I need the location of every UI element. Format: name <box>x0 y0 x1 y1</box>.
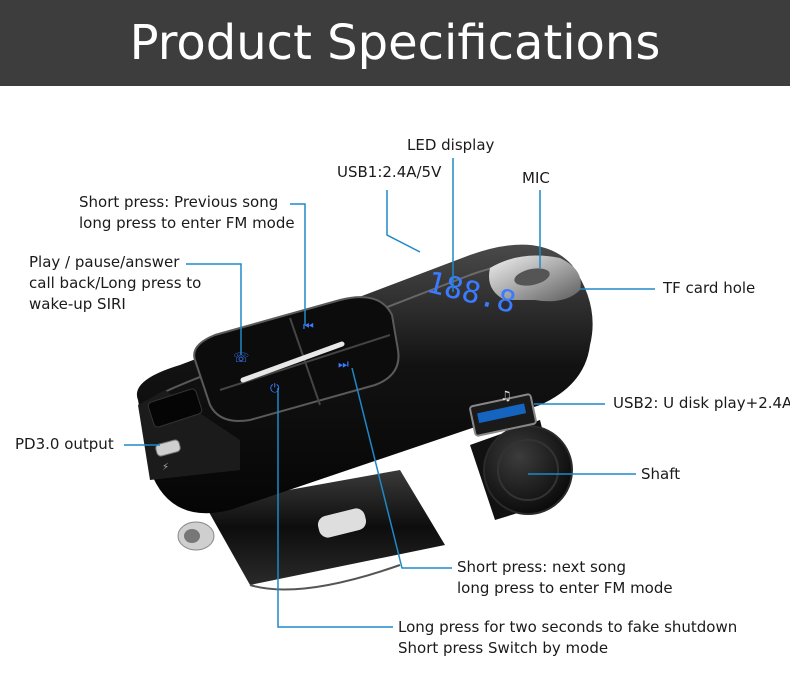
label-play-line1: Play / pause/answer <box>29 253 180 271</box>
leader-mode <box>277 388 393 628</box>
phone-button-icon: ☏ <box>233 351 249 366</box>
next-button-icon: ⏭ <box>338 357 349 371</box>
label-mode-line2: Short press Switch by mode <box>398 639 609 657</box>
pd-port <box>155 439 181 457</box>
leader-next <box>351 367 452 569</box>
title-banner: Product Specifications <box>0 0 790 86</box>
label-prev-song-line2: long press to enter FM mode <box>79 214 295 232</box>
label-next-song-line2: long press to enter FM mode <box>457 579 673 597</box>
label-shaft: Shaft <box>641 465 681 483</box>
label-tf-card: TF card hole <box>663 279 756 297</box>
label-mic: MIC <box>522 169 550 187</box>
svg-text:⚡: ⚡ <box>162 462 169 473</box>
leader-prev <box>290 203 306 325</box>
label-next-song-line1: Short press: next song <box>457 558 627 576</box>
label-play-line3: wake-up SIRI <box>29 295 126 313</box>
tf-card-cap <box>489 255 581 302</box>
page-title: Product Specifications <box>129 15 661 71</box>
label-usb1: USB1:2.4A/5V <box>337 163 442 181</box>
leader-play <box>186 263 242 355</box>
button-pad: ☏ ⏮ ⏭ ⏻ <box>193 296 400 422</box>
label-pd-output: PD3.0 output <box>15 435 114 453</box>
shaft <box>470 420 573 520</box>
mode-button-icon: ⏻ <box>270 381 280 395</box>
label-prev-song-line1: Short press: Previous song <box>79 193 279 211</box>
label-play-line2: call back/Long press to <box>29 274 202 292</box>
music-note-icon: ♫ <box>500 389 512 404</box>
label-usb2: USB2: U disk play+2.4A <box>613 394 790 412</box>
label-mode-line1: Long press for two seconds to fake shutd… <box>398 618 738 636</box>
leader-lines <box>124 158 655 628</box>
label-led-display: LED display <box>407 136 495 154</box>
usb2-port: ♫ <box>469 389 537 437</box>
leader-usb1 <box>386 190 421 253</box>
prev-button-icon: ⏮ <box>303 319 314 333</box>
